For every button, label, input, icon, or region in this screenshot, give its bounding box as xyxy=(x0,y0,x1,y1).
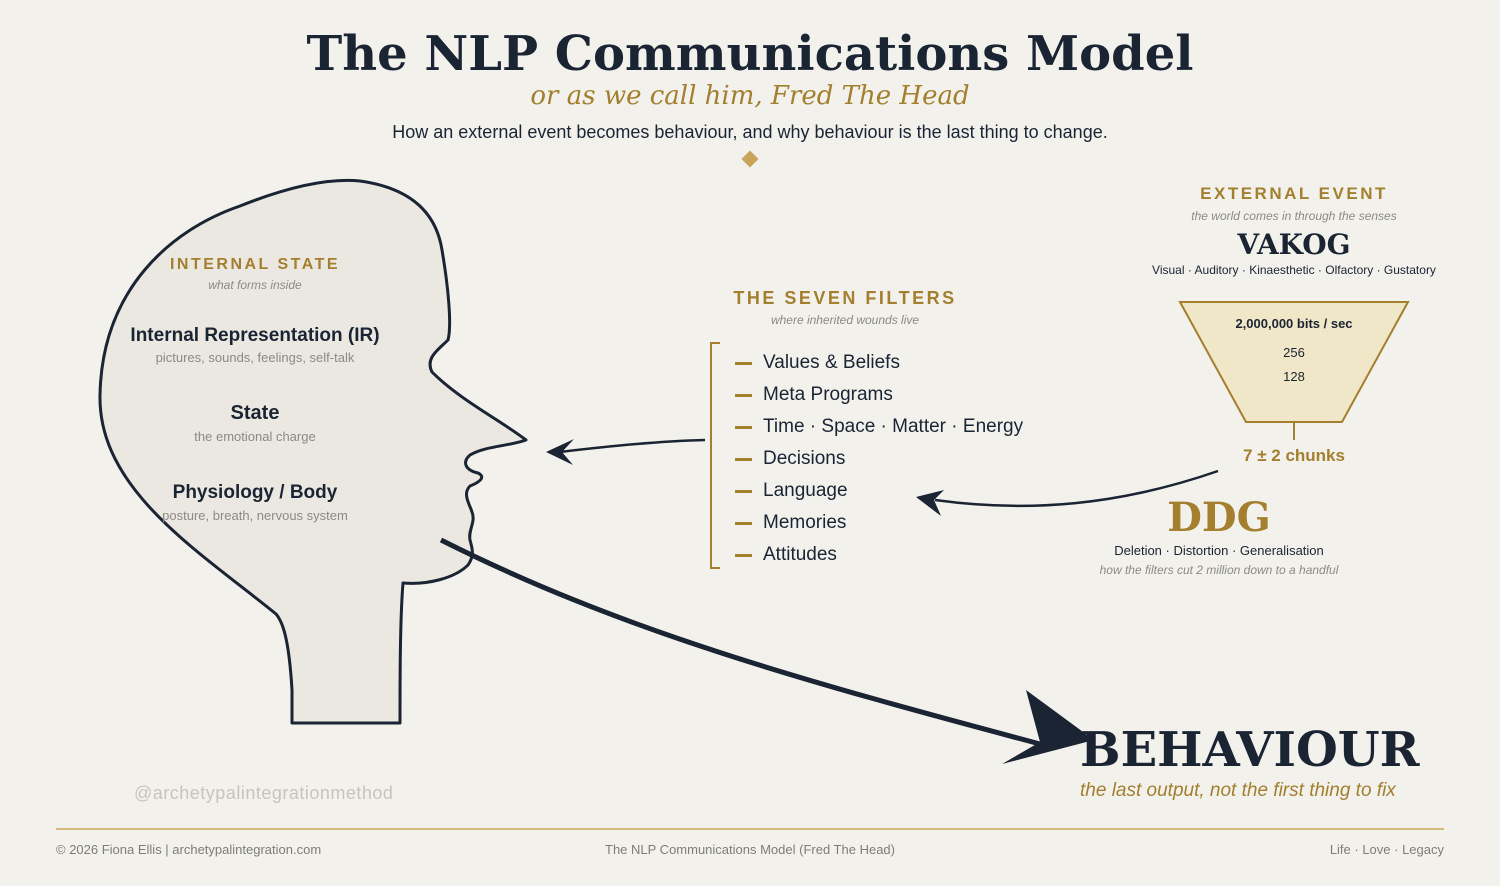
physiology-title: Physiology / Body xyxy=(172,482,338,503)
arrowhead-behaviour-icon xyxy=(1002,690,1094,764)
footer-title: The NLP Communications Model (Fred The H… xyxy=(605,842,895,857)
state-desc: the emotional charge xyxy=(194,429,316,444)
filter-item: Decisions xyxy=(735,443,1023,475)
watermark-handle: @archetypalintegrationmethod xyxy=(134,783,394,803)
page-tagline: How an external event becomes behaviour,… xyxy=(392,122,1108,142)
filter-item: Meta Programs xyxy=(735,379,1023,411)
dash-icon xyxy=(735,393,752,397)
funnel-mid-value: 256 xyxy=(1283,345,1305,360)
head-silhouette xyxy=(98,178,528,725)
vakog-acronym: VAKOG xyxy=(1237,228,1351,261)
ddg-note: how the filters cut 2 million down to a … xyxy=(1099,563,1339,577)
filter-label: Values & Beliefs xyxy=(763,352,900,373)
dash-icon xyxy=(735,457,752,461)
chunks-output: 7 ± 2 chunks xyxy=(1243,446,1345,465)
internal-representation-title: Internal Representation (IR) xyxy=(130,325,380,346)
attention-funnel xyxy=(1178,301,1410,423)
filter-label: Decisions xyxy=(763,448,846,469)
filter-label: Language xyxy=(763,480,848,501)
behaviour-label: BEHAVIOUR xyxy=(1080,722,1420,778)
filter-label: Memories xyxy=(763,512,847,533)
filter-item: Time · Space · Matter · Energy xyxy=(735,411,1023,443)
filters-list: Values & Beliefs Meta Programs Time · Sp… xyxy=(735,347,1023,571)
physiology-desc: posture, breath, nervous system xyxy=(162,508,348,523)
filters-bracket xyxy=(710,342,720,569)
ddg-words: Deletion · Distortion · Generalisation xyxy=(1114,543,1324,558)
filter-label: Attitudes xyxy=(763,544,837,565)
filter-item: Values & Beliefs xyxy=(735,347,1023,379)
filters-heading: THE SEVEN FILTERS xyxy=(733,288,957,308)
page-subtitle: or as we call him, Fred The Head xyxy=(530,81,970,111)
dash-icon xyxy=(735,489,752,493)
arrow-ddg-to-filters xyxy=(934,469,1219,508)
arrow-head-to-behaviour xyxy=(439,537,1041,747)
filter-item: Attitudes xyxy=(735,539,1023,571)
page-title: The NLP Communications Model xyxy=(306,26,1194,82)
filter-label: Time · Space · Matter · Energy xyxy=(763,416,1024,437)
arrow-filters-to-head xyxy=(559,438,706,454)
arrowhead-filters-to-head-icon xyxy=(546,439,574,465)
divider-diamond-icon xyxy=(741,150,759,168)
state-title: State xyxy=(230,402,280,424)
behaviour-note: the last output, not the first thing to … xyxy=(1080,780,1396,801)
filter-label: Meta Programs xyxy=(763,384,893,405)
dash-icon xyxy=(735,553,752,557)
filters-subheading: where inherited wounds live xyxy=(770,313,920,327)
ddg-acronym: DDG xyxy=(1167,494,1271,541)
footer-copyright: © 2026 Fiona Ellis | archetypalintegrati… xyxy=(56,842,322,857)
internal-representation-desc: pictures, sounds, feelings, self-talk xyxy=(155,350,355,365)
external-event-heading: EXTERNAL EVENT xyxy=(1200,184,1388,203)
header-divider xyxy=(300,150,1200,168)
dash-icon xyxy=(735,521,752,525)
funnel-top-value: 2,000,000 bits / sec xyxy=(1235,316,1353,331)
dash-icon xyxy=(735,425,752,429)
filter-item: Memories xyxy=(735,507,1023,539)
arrowhead-ddg-to-filters-icon xyxy=(916,490,944,516)
filter-item: Language xyxy=(735,475,1023,507)
internal-state-subheading: what forms inside xyxy=(208,278,302,292)
dash-icon xyxy=(735,361,752,365)
footer-motto: Life · Love · Legacy xyxy=(1329,842,1444,857)
external-event-subheading: the world comes in through the senses xyxy=(1191,209,1397,223)
internal-state-heading: INTERNAL STATE xyxy=(169,256,341,273)
funnel-low-value: 128 xyxy=(1283,369,1305,384)
vakog-senses: Visual · Auditory · Kinaesthetic · Olfac… xyxy=(1152,263,1436,277)
